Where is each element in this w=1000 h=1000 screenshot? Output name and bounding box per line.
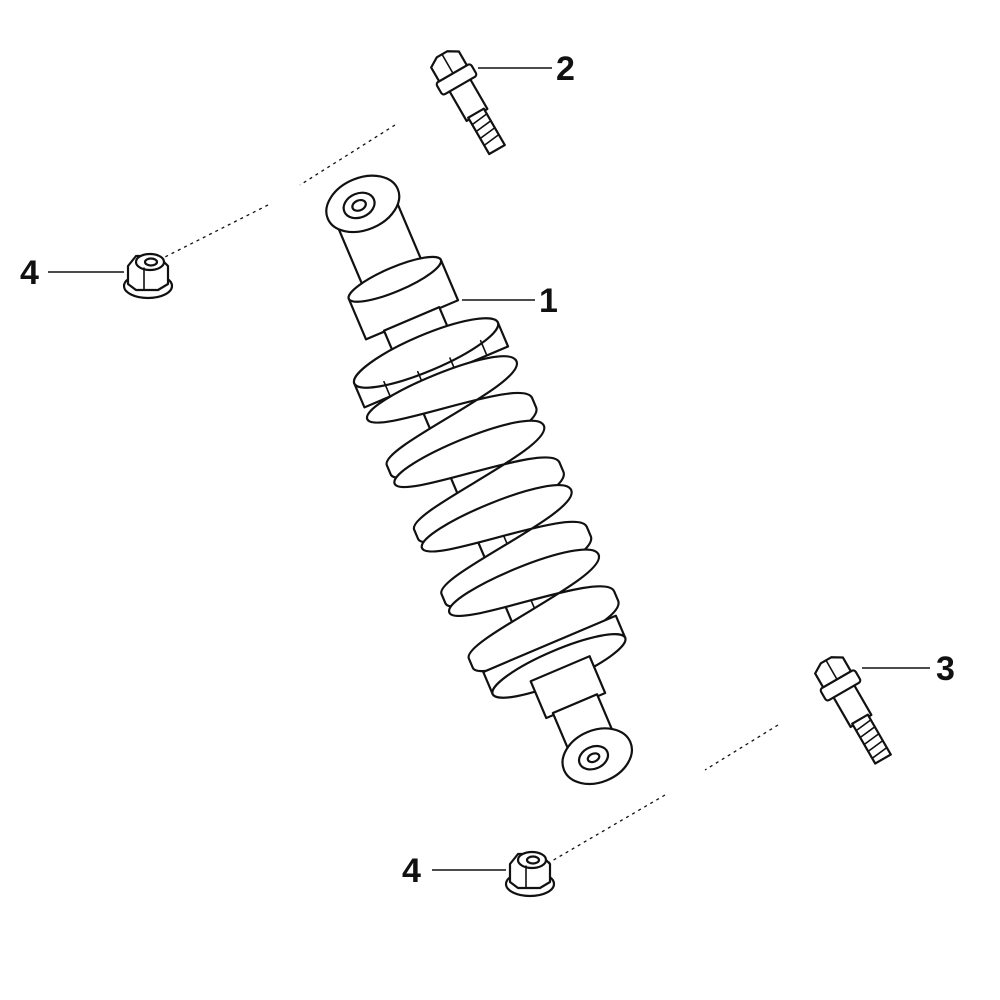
- callout-upper-bolt: 2: [556, 50, 575, 88]
- callout-shock-absorber: 1: [539, 282, 558, 320]
- callout-lower-bolt: 3: [936, 650, 955, 688]
- lower-bolt-hex-edge: [825, 659, 838, 681]
- spring-seat-upper-top: [352, 317, 500, 389]
- bottom-eye-hole: [586, 752, 601, 764]
- upper-bolt-thread: [467, 107, 506, 156]
- upper-flange-nut: [122, 252, 174, 300]
- spring-coil-3: [420, 484, 592, 608]
- upper-collar-top: [347, 255, 443, 303]
- spring-coil-1: [366, 355, 538, 479]
- upper-bolt-hex-edge: [441, 53, 454, 75]
- upper-nut-hole: [143, 257, 159, 267]
- callout-lower-nut: 4: [402, 852, 421, 890]
- lower-bolt-thread-mark-4: [867, 739, 884, 753]
- coil-spring: [366, 355, 620, 673]
- lower-bolt-thread-mark-1: [855, 719, 872, 732]
- top-eye-hole: [351, 198, 367, 212]
- upper-bolt-thread-mark-3: [479, 126, 496, 140]
- upper-bolt-thread-mark-2: [475, 120, 492, 133]
- lower-nut-axis-line: [544, 794, 666, 866]
- lower-nut-hole: [525, 855, 541, 865]
- seat-notch-d: [479, 339, 488, 357]
- seat-notch-a: [383, 380, 392, 398]
- lower-bolt-thread-mark-3: [863, 732, 880, 746]
- upper-bolt-thread-mark-1: [471, 113, 488, 126]
- lower-bolt-thread-mark-5: [871, 746, 888, 760]
- upper-bolt-thread-mark-4: [483, 133, 500, 147]
- lower-bolt: [814, 656, 892, 765]
- spring-coil-4: [448, 548, 620, 673]
- callout-upper-nut: 4: [20, 254, 39, 292]
- lower-bolt-thread-mark-2: [859, 726, 876, 739]
- lower-bolt-axis-line: [704, 724, 779, 771]
- shock-absorber: [325, 174, 633, 786]
- upper-nut-axis-line: [154, 204, 269, 263]
- lower-flange-nut: [504, 850, 556, 898]
- spring-coil-2: [393, 419, 565, 544]
- upper-bolt-axis-line: [299, 124, 396, 186]
- upper-bolt: [430, 50, 506, 156]
